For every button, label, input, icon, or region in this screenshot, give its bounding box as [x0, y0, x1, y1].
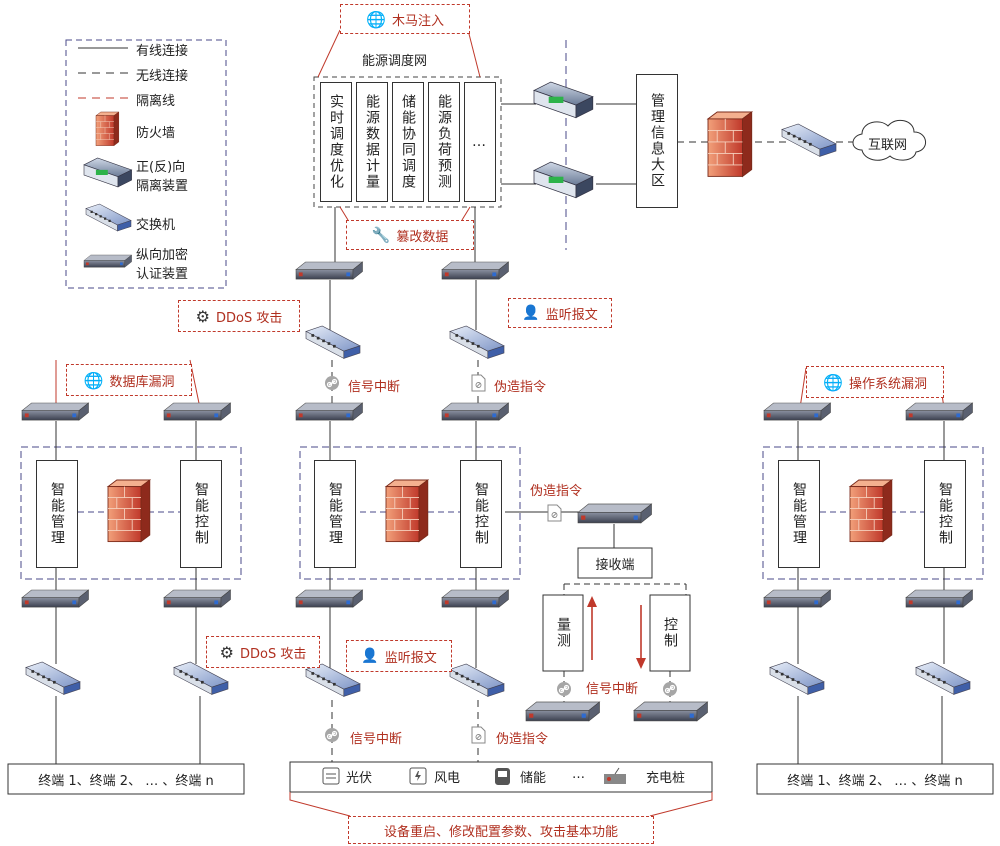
- device-storage-label: 储能: [520, 771, 547, 786]
- left-smart-ctrl: 智能控制: [180, 460, 222, 568]
- storage-icon: [495, 768, 510, 785]
- device-pv-label: 光伏: [346, 771, 373, 786]
- device-wind-label: 风电: [434, 771, 461, 786]
- legend-firewall-icon: [95, 111, 120, 146]
- ddos-bottom-label: ⚙ DDoS 攻击: [206, 636, 320, 668]
- wind-icon: [409, 767, 427, 785]
- web-bug-icon: 🌐: [366, 9, 386, 29]
- legend-encrypt-label: 纵向加密 认证装置: [136, 248, 189, 282]
- legend-firewall-label: 防火墙: [136, 126, 176, 141]
- device-charger-label: 充电桩: [646, 771, 686, 786]
- trojan-attack-label: 🌐 木马注入: [340, 4, 470, 34]
- control-label: 控制: [662, 617, 678, 649]
- app-box-metering: 能源数据计量: [356, 82, 388, 202]
- right-smart-ctrl: 智能控制: [924, 460, 966, 568]
- center-smart-ctrl: 智能控制: [460, 460, 502, 568]
- right-terminals: 终端 1、终端 2、 … 、终端 n: [787, 773, 963, 789]
- web-bug-icon: 🌐: [83, 370, 104, 390]
- center-network-title: 能源调度网: [362, 54, 428, 69]
- forge-top: 伪造指令: [494, 380, 547, 395]
- right-smart-mgmt: 智能管理: [778, 460, 820, 568]
- web-bug-icon: 🌐: [823, 372, 843, 392]
- signal-break-wireless: 信号中断: [586, 682, 639, 697]
- legend-box: [65, 39, 227, 289]
- app-box-forecast: 能源负荷预测: [428, 82, 460, 202]
- center-smart-mgmt: 智能管理: [314, 460, 356, 568]
- signal-break-top: 信号中断: [348, 380, 401, 395]
- legend-switch-label: 交换机: [136, 218, 176, 233]
- eavesdrop-icon: 👤: [361, 648, 379, 664]
- forge-bottom: 伪造指令: [496, 732, 549, 747]
- left-terminals: 终端 1、终端 2、 … 、终端 n: [38, 773, 214, 789]
- gear-icon: ⚙: [219, 642, 234, 662]
- app-box-more: …: [464, 82, 496, 202]
- pv-icon: [322, 767, 340, 785]
- receiver-label: 接收端: [595, 557, 635, 573]
- signal-break-bottom: 信号中断: [350, 732, 403, 747]
- legend-isolator-icon: [83, 157, 133, 188]
- measure-label: 量测: [555, 617, 571, 649]
- legend-switch-icon: [85, 203, 132, 232]
- legend-isolation-label: 隔离线: [136, 94, 176, 109]
- os-vuln-label: 🌐 操作系统漏洞: [806, 366, 944, 398]
- eavesdrop-icon: 👤: [522, 305, 540, 321]
- db-vuln-label: 🌐 数据库漏洞: [66, 364, 192, 396]
- legend-encrypt-icon: [83, 254, 132, 268]
- legend-wireless-label: 无线连接: [136, 69, 189, 84]
- sniff-bottom-label: 👤 监听报文: [346, 640, 452, 672]
- legend-wired-label: 有线连接: [136, 44, 189, 59]
- legend-isolator-label: 正(反)向 隔离装置: [136, 160, 189, 194]
- charger-icon: [604, 767, 626, 784]
- device-more-label: …: [572, 767, 585, 782]
- tamper-attack-label: 🔧 篡改数据: [346, 220, 474, 250]
- internet-cloud-icon: [852, 119, 926, 161]
- gear-icon: ⚙: [195, 306, 210, 326]
- app-box-realtime: 实时调度优化: [320, 82, 352, 202]
- sniff-top-label: 👤 监听报文: [508, 298, 612, 328]
- app-box-storage: 储能协同调度: [392, 82, 424, 202]
- forge-wireless: 伪造指令: [530, 484, 583, 499]
- mgmt-zone-box: 管理信息大区: [636, 74, 678, 208]
- device-attack-label: 设备重启、修改配置参数、攻击基本功能: [348, 816, 654, 844]
- ddos-top-label: ⚙ DDoS 攻击: [178, 300, 300, 332]
- left-smart-mgmt: 智能管理: [36, 460, 78, 568]
- wrench-icon: 🔧: [371, 226, 391, 244]
- internet-label: 互联网: [868, 138, 908, 153]
